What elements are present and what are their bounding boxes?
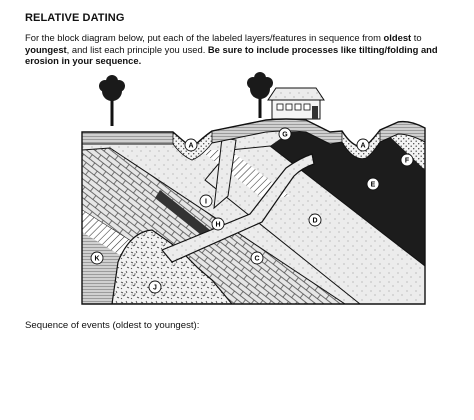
label-e: E [366, 177, 380, 191]
svg-text:G: G [282, 132, 288, 139]
label-g: G [278, 127, 292, 141]
label-a-right: A [356, 138, 370, 152]
worksheet-title: RELATIVE DATING [25, 12, 125, 24]
label-j: J [148, 280, 162, 294]
sequence-prompt: Sequence of events (oldest to youngest): [25, 320, 200, 331]
svg-text:A: A [360, 143, 365, 150]
tree-left [99, 75, 125, 126]
instruction-bold: Be sure to include processes like tiltin… [25, 43, 438, 67]
instruction-text-1: For the block diagram below, put each of… [25, 32, 384, 43]
label-k: K [90, 251, 104, 265]
label-f: F [400, 153, 414, 167]
label-c: C [250, 251, 264, 265]
rock-layers [82, 119, 425, 304]
svg-text:F: F [405, 158, 410, 165]
svg-text:E: E [371, 182, 376, 189]
svg-text:A: A [188, 143, 193, 150]
label-d: D [308, 213, 322, 227]
label-i: I [199, 194, 213, 208]
svg-text:I: I [205, 199, 207, 206]
instructions: For the block diagram below, put each of… [25, 32, 465, 67]
block-diagram: A A G F E D C H I J K [70, 70, 440, 320]
svg-text:D: D [312, 218, 317, 225]
svg-text:J: J [153, 285, 157, 292]
block-diagram-svg: A A G F E D C H I J K [81, 72, 426, 305]
svg-text:H: H [215, 222, 220, 229]
svg-text:K: K [94, 256, 99, 263]
answer-area[interactable] [25, 336, 455, 408]
label-h: H [211, 217, 225, 231]
instruction-oldest: oldest [383, 32, 412, 43]
instruction-to: to [411, 32, 422, 43]
label-a-left: A [184, 138, 198, 152]
instruction-text-2: , and list each principle you used. [66, 43, 208, 55]
house [267, 87, 325, 120]
instruction-youngest: youngest [25, 43, 67, 55]
tree-right [247, 72, 273, 118]
svg-text:C: C [254, 256, 259, 263]
